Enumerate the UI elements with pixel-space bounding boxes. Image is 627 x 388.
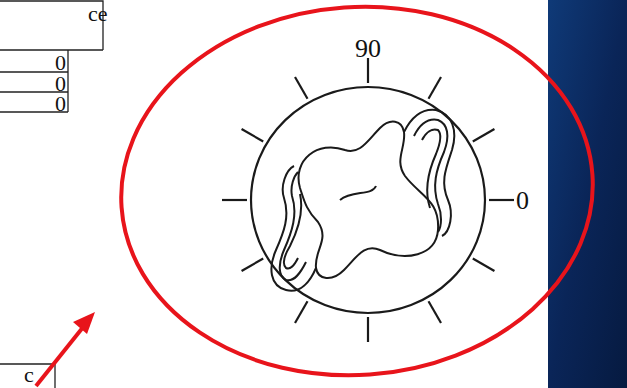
tick-mark bbox=[429, 77, 442, 99]
navy-panel bbox=[548, 0, 627, 388]
tick-mark bbox=[295, 77, 308, 99]
tick-mark bbox=[242, 129, 264, 142]
table-cell: 0 bbox=[55, 73, 66, 95]
angle-label: 0 bbox=[516, 188, 529, 214]
dial bbox=[222, 58, 514, 342]
tick-mark bbox=[295, 301, 308, 323]
tick-mark bbox=[429, 301, 442, 323]
tick-mark bbox=[489, 199, 514, 201]
box-fragment bbox=[0, 364, 55, 388]
tick-mark bbox=[242, 259, 264, 272]
table-header-fragment: ce bbox=[88, 3, 108, 25]
table-fragment bbox=[0, 1, 103, 112]
table-cell: 0 bbox=[55, 52, 66, 74]
s-shaped-figure bbox=[271, 110, 454, 291]
tick-mark bbox=[473, 259, 495, 272]
highlight-ellipse bbox=[109, 0, 606, 388]
table-cell: 0 bbox=[55, 93, 66, 115]
pointer-arrow bbox=[36, 312, 95, 386]
box-fragment-text: c bbox=[24, 364, 34, 386]
angle-label: 90 bbox=[355, 36, 381, 62]
tick-mark bbox=[473, 129, 495, 142]
tick-mark bbox=[222, 199, 247, 201]
tick-mark bbox=[367, 317, 369, 342]
